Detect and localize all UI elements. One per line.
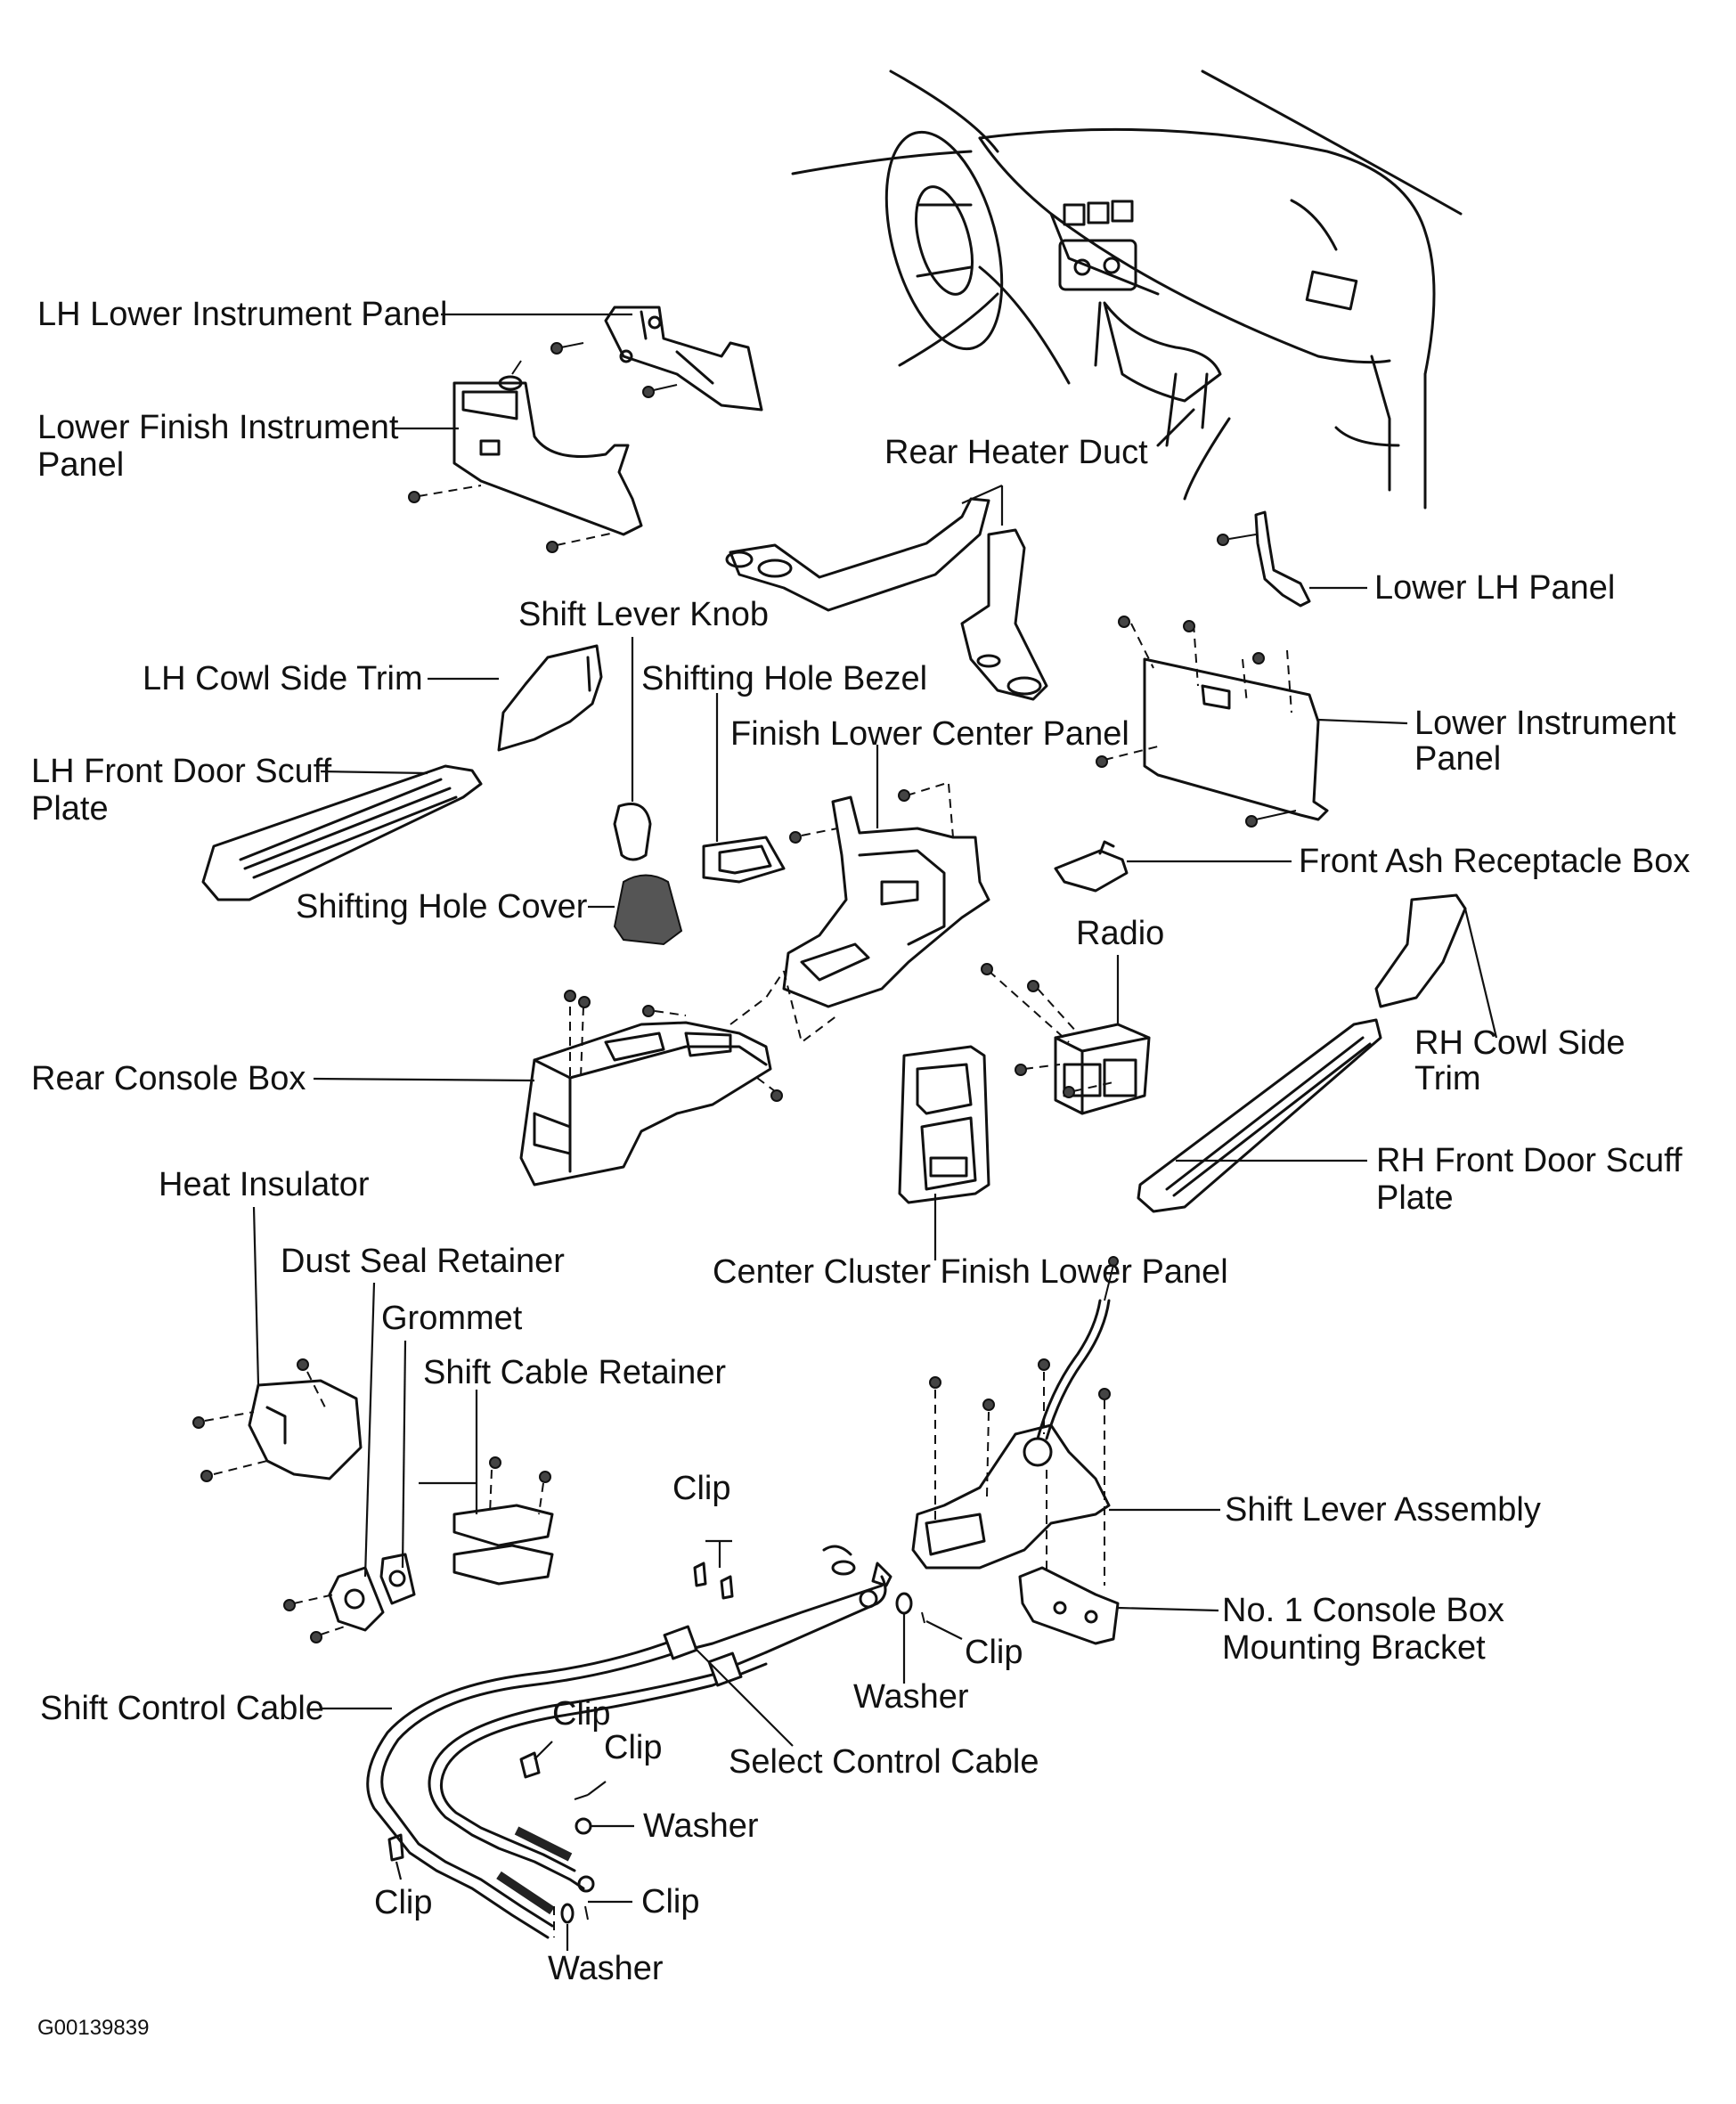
clip-icon xyxy=(387,1833,404,1862)
shift-lever-knob-part xyxy=(613,803,652,861)
screw-icon xyxy=(546,532,615,553)
rear-console-box-part xyxy=(519,970,838,1187)
heat-insulator-part xyxy=(192,1358,363,1482)
console-box-mounting-bracket-part xyxy=(1018,1566,1120,1645)
clip-icon xyxy=(574,1794,589,1800)
label-finish-lower-center-panel: Finish Lower Center Panel xyxy=(730,715,1129,753)
shifting-hole-bezel-part xyxy=(702,836,786,884)
lower-finish-instrument-panel-part xyxy=(452,381,643,536)
label-shifting-hole-bezel: Shifting Hole Bezel xyxy=(641,660,927,697)
center-cluster-finish-lower-panel-part xyxy=(898,1045,990,1204)
label-lh-cowl-side-trim: LH Cowl Side Trim xyxy=(143,660,423,697)
label-console-box-mounting-bracket: No. 1 Console Box xyxy=(1222,1592,1504,1629)
label-lower-finish-instrument-panel-line2: Panel xyxy=(37,446,124,484)
lh-front-door-scuff-plate-part xyxy=(201,764,483,901)
washer-icon xyxy=(895,1592,925,1624)
label-clip-right: Clip xyxy=(965,1634,1023,1671)
labels: LH Lower Instrument Panel Lower Finish I… xyxy=(31,296,1690,2040)
label-shift-cable-retainer: Shift Cable Retainer xyxy=(423,1354,726,1391)
lh-lower-instrument-panel-part xyxy=(604,306,763,412)
label-lower-lh-panel: Lower LH Panel xyxy=(1374,569,1615,607)
label-shift-control-cable: Shift Control Cable xyxy=(40,1690,324,1727)
label-clip-mid-a: Clip xyxy=(552,1695,610,1733)
dust-seal-retainer-part xyxy=(283,1566,385,1643)
label-heat-insulator: Heat Insulator xyxy=(159,1166,370,1203)
clip-icon xyxy=(498,360,523,391)
front-ash-receptacle-box-part xyxy=(1054,840,1129,893)
dashboard-illustration xyxy=(791,69,1463,510)
label-lower-instrument-panel: Lower Instrument xyxy=(1414,705,1676,742)
lower-lh-panel-part xyxy=(1217,510,1311,608)
label-rh-cowl-side-trim: RH Cowl Side xyxy=(1414,1024,1626,1062)
label-clip-top: Clip xyxy=(672,1470,730,1507)
label-radio: Radio xyxy=(1076,915,1164,952)
label-lh-lower-instrument-panel: LH Lower Instrument Panel xyxy=(37,296,447,333)
rh-front-door-scuff-plate-part xyxy=(1137,1018,1382,1213)
label-shifting-hole-cover: Shifting Hole Cover xyxy=(296,888,588,926)
radio-part xyxy=(981,963,1151,1115)
label-rh-front-door-scuff-plate-line2: Plate xyxy=(1376,1179,1454,1217)
label-washer-bottom: Washer xyxy=(548,1950,664,1987)
figure-id: G00139839 xyxy=(37,2016,149,2040)
label-center-cluster-finish-lower-panel: Center Cluster Finish Lower Panel xyxy=(713,1253,1228,1291)
label-lower-instrument-panel-line2: Panel xyxy=(1414,740,1501,778)
label-washer-mid: Washer xyxy=(643,1807,759,1845)
cable-end-icon xyxy=(822,1545,856,1576)
washer-icon xyxy=(560,1903,575,1924)
clip-icon xyxy=(584,1905,589,1921)
label-shift-lever-knob: Shift Lever Knob xyxy=(518,596,769,633)
shifting-hole-cover-part xyxy=(613,874,683,946)
screw-icon xyxy=(408,485,482,503)
label-grommet: Grommet xyxy=(381,1300,523,1337)
label-shift-lever-assembly: Shift Lever Assembly xyxy=(1225,1491,1541,1529)
screw-icon xyxy=(550,342,584,355)
grommet-part xyxy=(379,1553,416,1605)
label-select-control-cable: Select Control Cable xyxy=(729,1743,1039,1781)
screw-icon xyxy=(642,384,678,398)
label-rear-heater-duct: Rear Heater Duct xyxy=(884,434,1148,471)
label-front-ash-receptacle-box: Front Ash Receptacle Box xyxy=(1299,843,1690,880)
label-lh-front-door-scuff-plate: LH Front Door Scuff xyxy=(31,753,332,790)
label-clip-mid-b: Clip xyxy=(604,1729,662,1766)
finish-lower-center-panel-part xyxy=(782,783,990,1008)
shift-control-cable-part xyxy=(366,1562,892,1939)
label-lower-finish-instrument-panel: Lower Finish Instrument xyxy=(37,409,399,446)
label-rear-console-box: Rear Console Box xyxy=(31,1060,306,1097)
label-rh-cowl-side-trim-line2: Trim xyxy=(1414,1060,1481,1097)
shift-cable-retainer-part xyxy=(452,1456,554,1586)
label-dust-seal-retainer: Dust Seal Retainer xyxy=(281,1243,565,1280)
label-washer-right: Washer xyxy=(853,1678,969,1716)
leader-lines xyxy=(252,313,1498,1951)
label-lh-front-door-scuff-plate-line2: Plate xyxy=(31,790,109,828)
lh-cowl-side-trim-part xyxy=(497,644,603,752)
rh-cowl-side-trim-part xyxy=(1374,893,1467,1008)
clip-icon xyxy=(519,1751,541,1779)
lower-instrument-panel-part xyxy=(1096,616,1329,828)
clip-icon xyxy=(693,1562,734,1600)
label-clip-bottom-right: Clip xyxy=(641,1883,699,1921)
washer-icon xyxy=(575,1817,592,1835)
label-rh-front-door-scuff-plate: RH Front Door Scuff xyxy=(1376,1142,1683,1179)
shift-lever-assembly-part xyxy=(911,1256,1119,1603)
label-console-box-mounting-bracket-line2: Mounting Bracket xyxy=(1222,1629,1486,1667)
select-control-cable-part xyxy=(428,1575,887,1893)
label-clip-bottom-left: Clip xyxy=(374,1884,432,1921)
rear-heater-duct-part xyxy=(725,497,1048,701)
